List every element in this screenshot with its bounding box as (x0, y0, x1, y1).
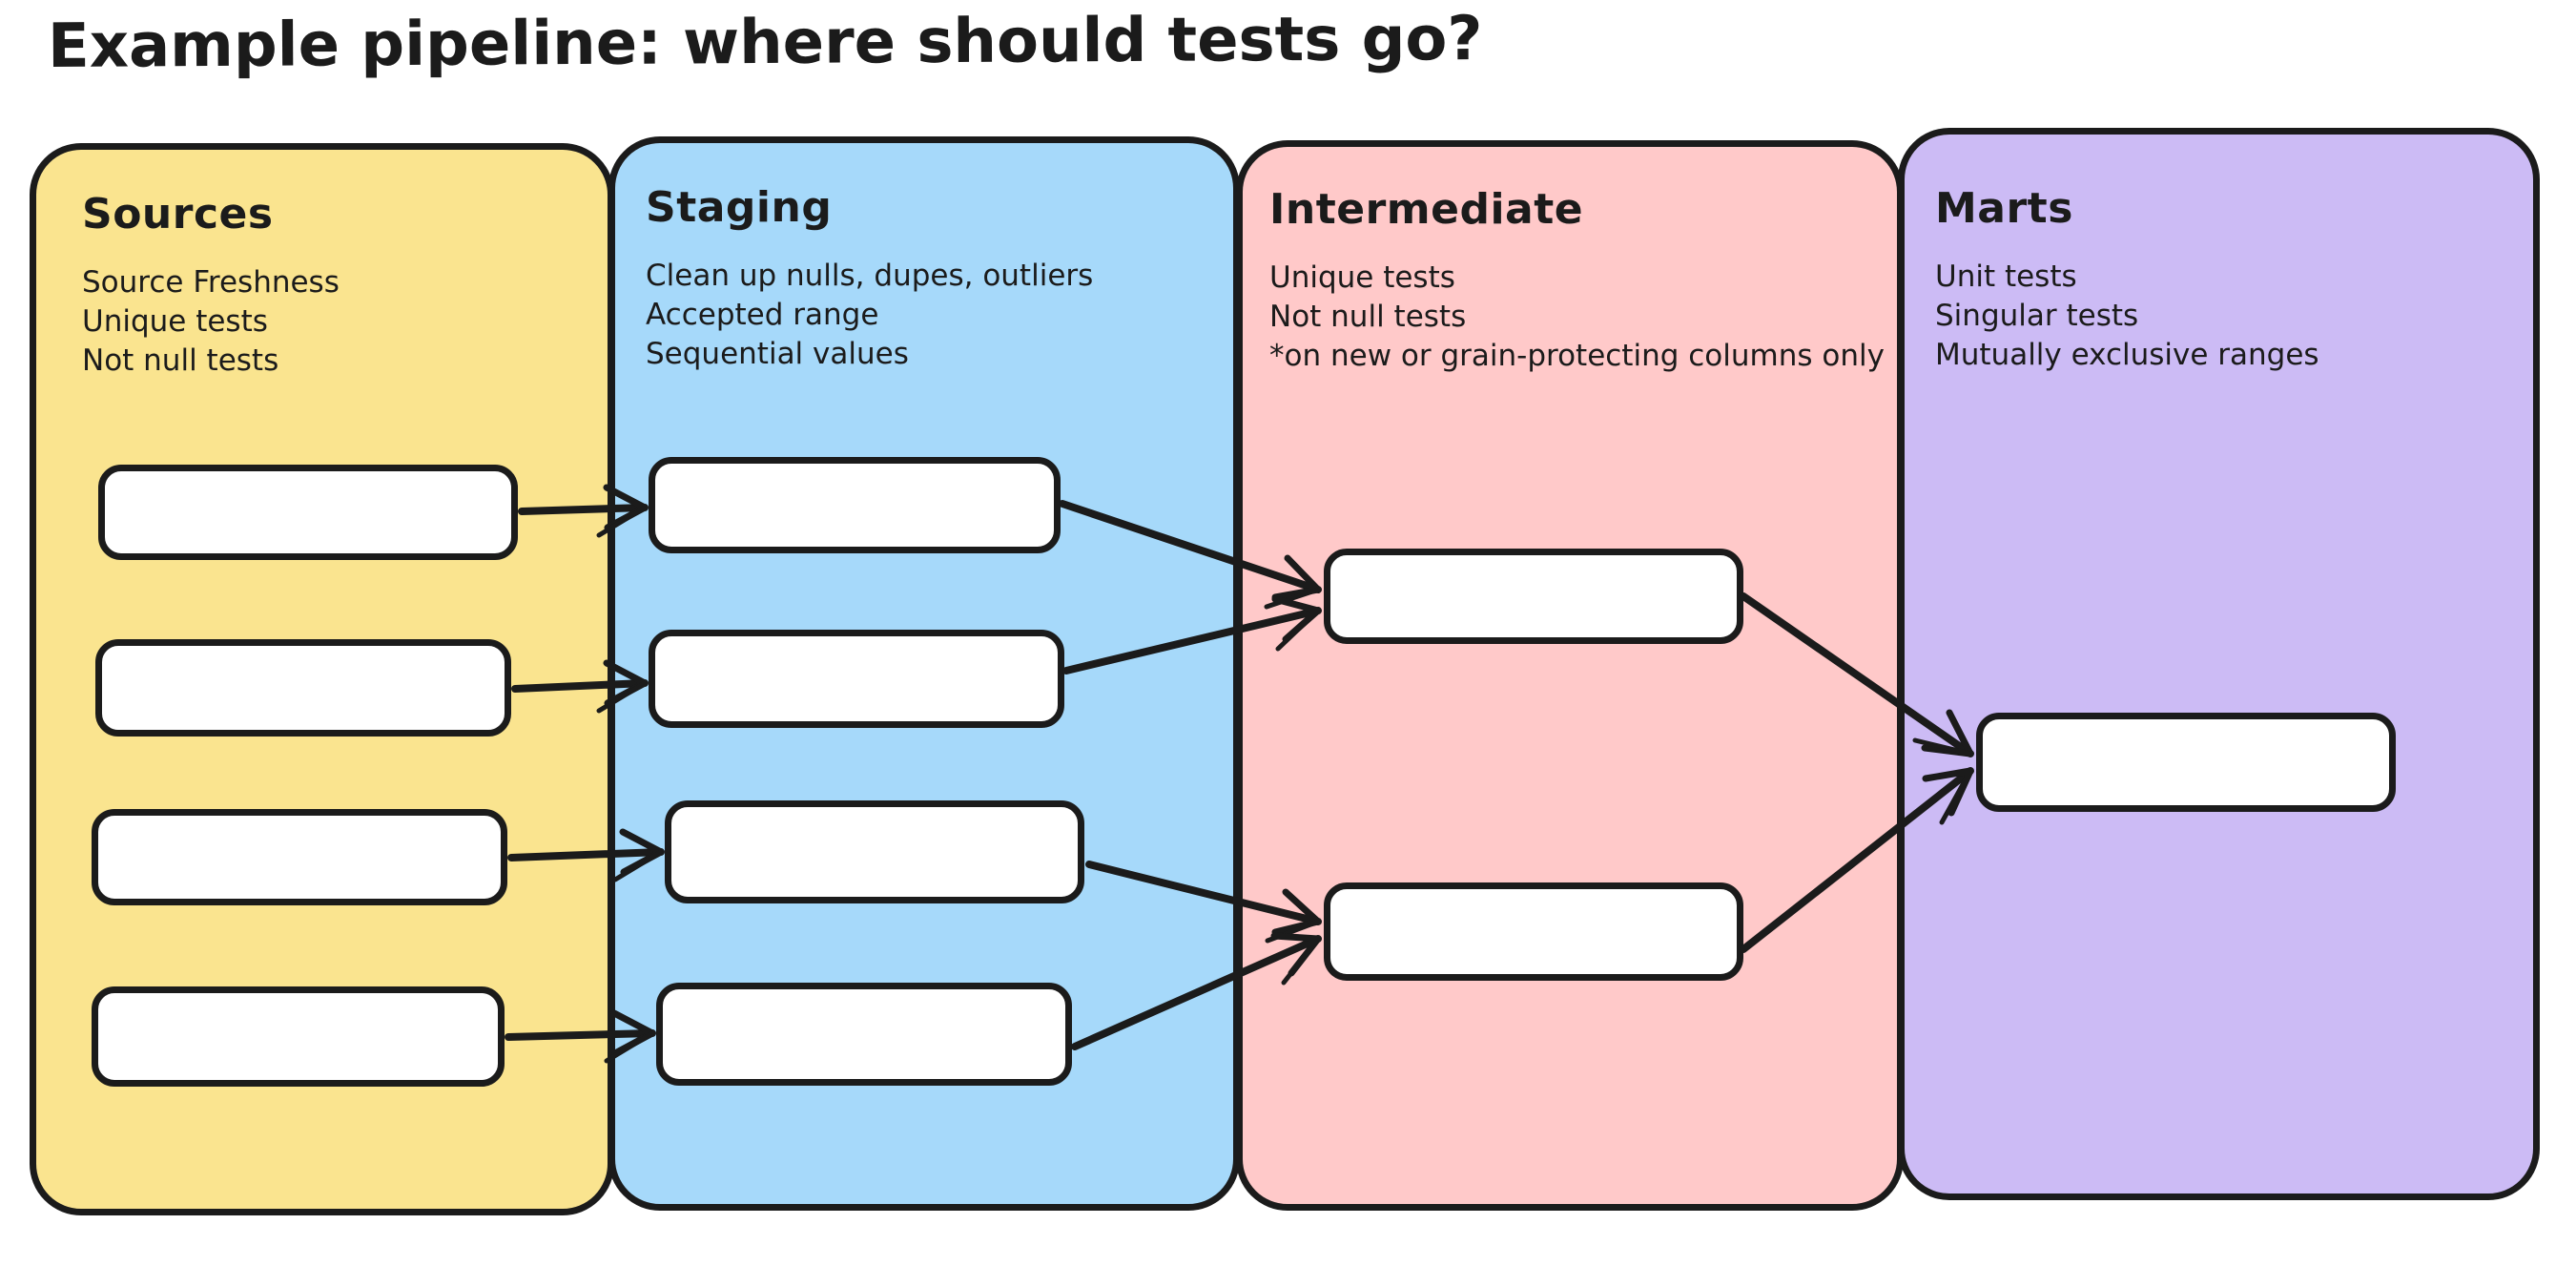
marts-note-3: Mutually exclusive ranges (1935, 338, 2319, 372)
intermediate-note-3: *on new or grain-protecting columns only (1269, 339, 1885, 373)
column-intermediate-notes: Unique tests Not null tests *on new or g… (1269, 259, 1897, 376)
staging-node-2 (649, 630, 1064, 728)
sources-node-1 (98, 465, 518, 560)
sources-node-2 (95, 639, 511, 737)
sources-note-1: Source Freshness (82, 265, 340, 300)
sources-note-3: Not null tests (82, 343, 279, 378)
intermediate-note-1: Unique tests (1269, 260, 1455, 295)
diagram-title: Example pipeline: where should tests go? (47, 4, 1483, 82)
staging-note-1: Clean up nulls, dupes, outliers (646, 259, 1094, 293)
column-staging-header: Staging (646, 183, 833, 232)
column-sources-notes: Source Freshness Unique tests Not null t… (82, 263, 608, 381)
column-sources-header: Sources (82, 190, 274, 239)
staging-note-2: Accepted range (646, 298, 879, 332)
staging-node-1 (649, 457, 1061, 553)
column-intermediate-header: Intermediate (1269, 185, 1584, 234)
marts-note-2: Singular tests (1935, 299, 2139, 333)
intermediate-note-2: Not null tests (1269, 300, 1467, 334)
column-marts-notes: Unit tests Singular tests Mutually exclu… (1935, 258, 2533, 375)
intermediate-node-2 (1324, 882, 1743, 981)
staging-node-3 (665, 800, 1084, 903)
sources-node-4 (92, 986, 505, 1087)
sources-node-3 (92, 809, 507, 905)
column-marts: Marts Unit tests Singular tests Mutually… (1898, 128, 2540, 1200)
staging-note-3: Sequential values (646, 337, 909, 371)
marts-node-1 (1976, 713, 2396, 812)
marts-note-1: Unit tests (1935, 259, 2077, 294)
column-intermediate: Intermediate Unique tests Not null tests… (1236, 140, 1904, 1211)
staging-node-4 (656, 983, 1072, 1086)
sources-note-2: Unique tests (82, 304, 268, 339)
column-marts-header: Marts (1935, 184, 2073, 233)
intermediate-node-1 (1324, 549, 1743, 644)
column-staging-notes: Clean up nulls, dupes, outliers Accepted… (646, 257, 1233, 374)
